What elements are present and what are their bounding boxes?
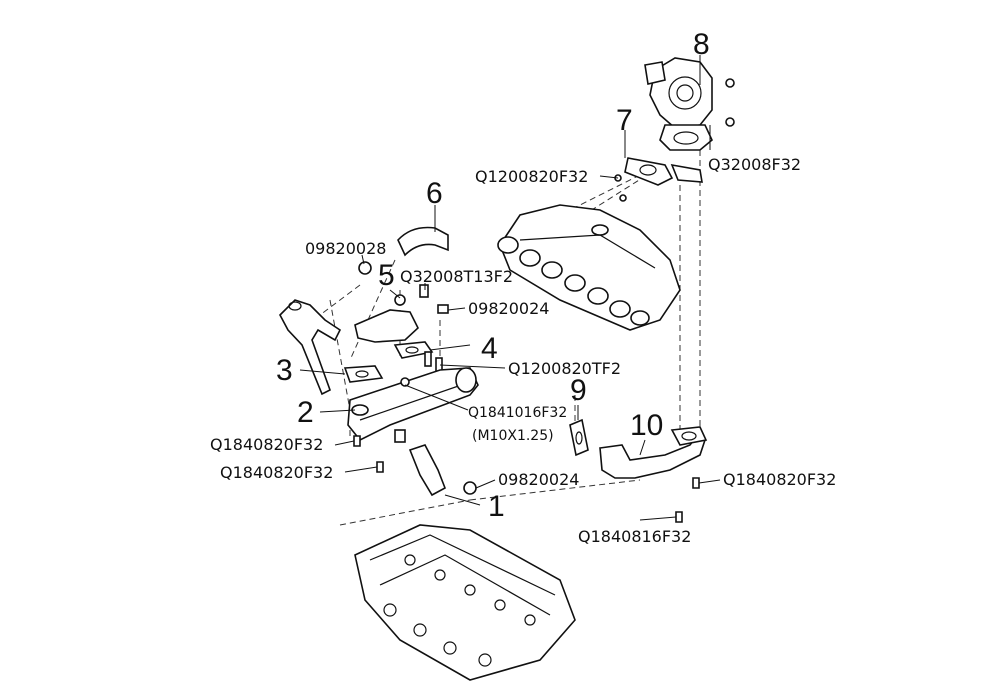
callout-7: 7 <box>616 104 633 137</box>
water-pipe-part <box>279 299 342 396</box>
code-q1200820f32: Q1200820F32 <box>475 167 588 186</box>
code-q1840820f32-a: Q1840820F32 <box>210 435 323 454</box>
callout-3: 3 <box>276 354 293 387</box>
part-code-labels: Q1200820F32 Q32008F32 09820028 Q32008T13… <box>210 155 836 546</box>
gasket-part-7 <box>614 157 703 202</box>
code-q1841016f32: Q1841016F32 <box>468 405 567 421</box>
cylinder-head-part <box>354 524 576 681</box>
hose-part-6 <box>397 226 449 257</box>
code-q1200820tf2: Q1200820TF2 <box>508 359 621 378</box>
egr-valve-part <box>644 57 735 151</box>
callout-5: 5 <box>378 259 395 292</box>
clamp-parts <box>358 261 449 314</box>
code-m10x125: (M10X1.25) <box>472 428 554 444</box>
callout-9: 9 <box>570 374 587 407</box>
code-q32008f32: Q32008F32 <box>708 155 801 174</box>
gasket-part-9 <box>569 418 589 457</box>
callout-4: 4 <box>481 332 498 365</box>
code-q1840816f32: Q1840816F32 <box>578 527 691 546</box>
code-09820024-top: 09820024 <box>468 299 549 318</box>
code-09820028: 09820028 <box>305 239 386 258</box>
gasket-part-3 <box>343 365 384 383</box>
egr-pipe-part-10 <box>599 426 708 479</box>
elbow-pipe-part-5 <box>354 294 419 343</box>
gasket-part-4 <box>393 341 443 373</box>
callout-1: 1 <box>488 490 505 523</box>
hose-part-1 <box>408 444 477 497</box>
callout-6: 6 <box>426 177 443 210</box>
code-q1840820f32-right: Q1840820F32 <box>723 470 836 489</box>
code-q32008t13f2: Q32008T13F2 <box>400 267 513 286</box>
callout-10: 10 <box>630 409 663 442</box>
code-q1840820f32-b: Q1840820F32 <box>220 463 333 482</box>
callout-2: 2 <box>297 396 314 429</box>
intake-manifold-part <box>497 204 681 331</box>
code-09820024-bottom: 09820024 <box>498 470 579 489</box>
callout-numbers: 8 7 6 5 4 3 2 9 10 1 <box>276 28 710 523</box>
bolts <box>353 435 700 523</box>
egr-cooler-part-2 <box>347 367 479 443</box>
leader-lines <box>299 55 721 521</box>
callout-8: 8 <box>693 28 710 61</box>
